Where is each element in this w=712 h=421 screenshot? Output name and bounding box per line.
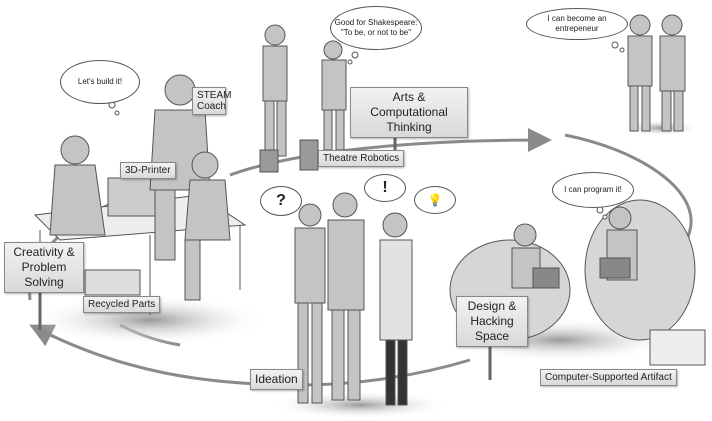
thought-bubble-entrepreneur: I can become an entrepeneur bbox=[526, 8, 628, 40]
people-figures bbox=[49, 14, 706, 406]
sign-creativity-problem-solving: Creativity & Problem Solving bbox=[4, 242, 84, 293]
thought-bubble-question: ? bbox=[260, 186, 302, 216]
thought-bubble-build: Let's build it! bbox=[60, 60, 140, 104]
label-recycled-parts: Recycled Parts bbox=[83, 296, 161, 313]
sign-design-hacking-space: Design & Hacking Space bbox=[456, 296, 528, 347]
thought-bubble-exclaim: ! bbox=[364, 174, 406, 202]
sign-arts-computational-thinking: Arts & Computational Thinking bbox=[350, 87, 468, 138]
thought-bubble-shakespeare: Good for Shakespeare: "To be, or not to … bbox=[330, 6, 422, 50]
label-steam-coach: STEAM Coach bbox=[192, 87, 231, 115]
label-computer-supported-artifact: Computer-Supported Artifact bbox=[540, 369, 677, 386]
sign-ideation: Ideation bbox=[250, 369, 303, 390]
label-3d-printer: 3D-Printer bbox=[120, 162, 176, 179]
thought-bubble-program: I can program it! bbox=[552, 172, 634, 208]
label-theatre-robotics: Theatre Robotics bbox=[318, 150, 405, 167]
lightbulb-icon: 💡 bbox=[414, 186, 456, 214]
